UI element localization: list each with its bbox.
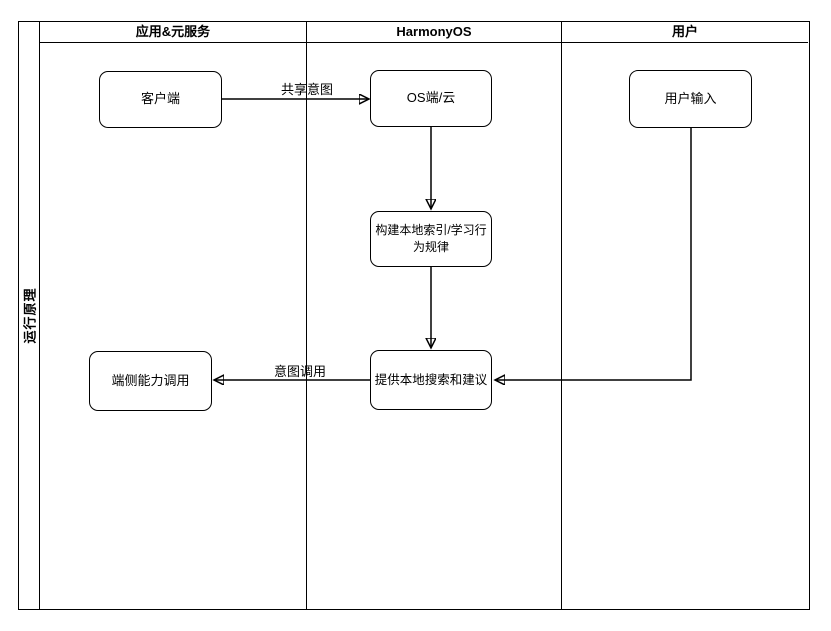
node-os-cloud: OS端/云 — [370, 70, 492, 127]
node-device-capability: 端侧能力调用 — [89, 351, 212, 411]
node-user-input: 用户输入 — [629, 70, 752, 128]
pool-title-column: 运行原理 — [19, 22, 40, 609]
edge-label-share-intent: 共享意图 — [280, 82, 333, 97]
node-client: 客户端 — [99, 71, 222, 128]
lane-app-services: 应用&元服务 — [40, 22, 307, 609]
pool-title: 运行原理 — [22, 287, 38, 344]
lane-header-harmonyos: HarmonyOS — [307, 22, 561, 43]
lane-header-user: 用户 — [562, 22, 808, 43]
edge-label-intent-call: 意图调用 — [273, 364, 326, 379]
lane-user: 用户 — [562, 22, 808, 609]
node-build-index: 构建本地索引/学习行为规律 — [370, 211, 492, 267]
node-local-search: 提供本地搜索和建议 — [370, 350, 492, 410]
lane-header-app-services: 应用&元服务 — [40, 22, 306, 43]
